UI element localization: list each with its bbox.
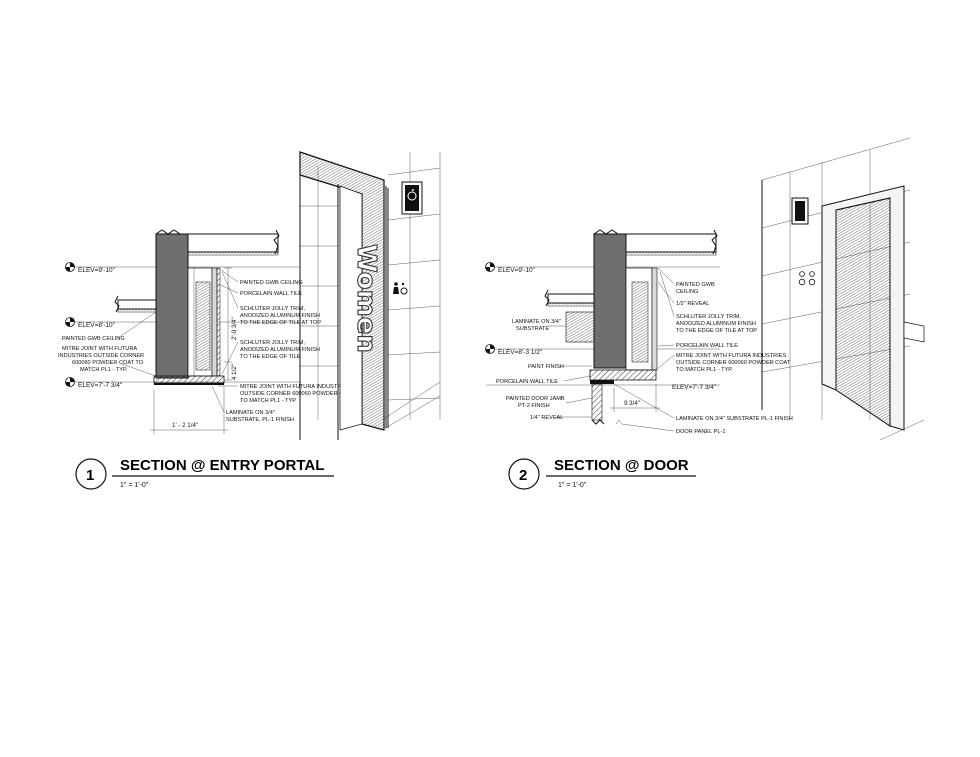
note-text: OUTSIDE CORNER 600060 POWDER COAT: [240, 391, 355, 397]
note-text: MATCH PL1 - TYP.: [80, 367, 128, 373]
note-text: TO MATCH PL1 - TYP.: [240, 398, 297, 404]
elevation-marker-icon: [65, 262, 75, 272]
note-text: LAMINATE ON 3/4": [512, 319, 561, 325]
detail-title: SECTION @ ENTRY PORTAL: [120, 457, 324, 474]
note-text: PORCELAIN WALL TILE: [676, 343, 738, 349]
note-text: PAINTED GWB CEILING: [240, 280, 303, 286]
note-text: OUTSIDE CORNER 600060 POWDER COAT: [676, 360, 791, 366]
note-text: ANODIZED ALUMINUM FINISH: [240, 347, 320, 353]
note-text: PORCELAIN WALL TILE: [240, 291, 302, 297]
dimension-label: 1' - 2 1/4": [172, 422, 198, 429]
elevation-label: ELEV=7'-7 3/4": [78, 382, 123, 389]
note-text: INDUSTRIES OUTSIDE CORNER: [58, 353, 144, 359]
detail-1-title-block: 1 SECTION @ ENTRY PORTAL 1" = 1'-0": [75, 457, 334, 490]
note-text: PAINTED GWB CEILING: [62, 336, 125, 342]
restroom-people-icon: [393, 282, 408, 295]
note-text: SCHLUTER JOLLY TRIM,: [240, 340, 305, 346]
note-text: TO THE EDGE OF TILE AT TOP: [676, 328, 757, 334]
note-text: MITRE JOINT WITH FUTURA: [62, 346, 137, 352]
note-text: CEILING: [676, 289, 698, 295]
elevation-label: ELEV=8'-3 1/2": [498, 349, 543, 356]
note-text: 1/2" REVEAL: [676, 301, 709, 307]
note-text: ANODIZED ALUMINUM FINISH: [676, 321, 756, 327]
detail-scale: 1" = 1'-0": [120, 482, 149, 489]
wheelchair-icon: [407, 189, 417, 201]
note-text: TO THE EDGE OF TILE: [240, 354, 301, 360]
note-text: PAINT FINISH: [528, 364, 564, 370]
detail-number: 2: [519, 467, 527, 484]
note-text: DOOR PANEL PL-1: [676, 429, 725, 435]
detail-title: SECTION @ DOOR: [554, 457, 689, 474]
note-text: 1/4" REVEAL: [530, 415, 563, 421]
note-text: SCHLUTER JOLLY TRIM,: [676, 314, 741, 320]
detail-2-section-door: ELEV=9'-10" ELEV=8'-3 1/2" ELEV=7'-7 3/4…: [485, 137, 925, 490]
elevation-label: ELEV=9'-10": [78, 267, 116, 274]
dimension-label: 2'-0 3/4": [231, 317, 238, 340]
note-text: LAMINATE ON 3/4": [226, 410, 275, 416]
elevation-label: ELEV=8'-10": [78, 322, 116, 329]
women-sign-text: Women: [351, 244, 381, 353]
note-text: PORCELAIN WALL TILE: [496, 379, 558, 385]
note-text: LAMINATE ON 3/4" SUBSTRATE PL-1 FINISH: [676, 416, 793, 422]
detail-number: 1: [86, 467, 94, 484]
dimension-label: 9 3/4": [624, 400, 640, 407]
note-text: MITRE JOINT WITH FUTURA INDUSTRIES: [240, 384, 350, 390]
note-text: 600060 POWDER COAT TO: [72, 360, 144, 366]
door-perspective: [761, 137, 925, 441]
note-text: SUBSTRATE, PL-1 FINISH: [226, 417, 294, 423]
entry-portal-perspective: Women: [299, 151, 441, 440]
elevation-marker-icon: [65, 377, 75, 387]
note-text: PAINTED GWB: [676, 282, 715, 288]
note-text: MITRE JOINT WITH FUTURA INDUSTRIES: [676, 353, 786, 359]
note-text: PT-2 FINISH: [518, 403, 550, 409]
detail-2-title-block: 2 SECTION @ DOOR 1" = 1'-0": [508, 457, 696, 490]
elevation-marker-icon: [65, 317, 75, 327]
elevation-label: ELEV=7'-7 3/4": [672, 384, 717, 391]
dimension-label: 4 1/2": [231, 364, 238, 380]
note-text: TO MATCH PL1 - TYP.: [676, 367, 733, 373]
detail-scale: 1" = 1'-0": [558, 482, 587, 489]
elevation-marker-icon: [485, 262, 495, 272]
restroom-people-icon: [798, 271, 816, 286]
note-text: SCHLUTER JOLLY TRIM,: [240, 306, 305, 312]
detail-1-section-entry-portal: ELEV=9'-10" ELEV=8'-10" ELEV=7'-7 3/4" 2…: [58, 151, 441, 490]
note-text: TO THE EDGE OF TILE AT TOP: [240, 320, 321, 326]
note-text: PAINTED DOOR JAMB: [506, 396, 565, 402]
elevation-marker-icon: [485, 344, 495, 354]
elevation-label: ELEV=9'-10": [498, 267, 536, 274]
note-text: ANODIZED ALUMINUM FINISH: [240, 313, 320, 319]
note-text: SUBSTRATE: [516, 326, 549, 332]
